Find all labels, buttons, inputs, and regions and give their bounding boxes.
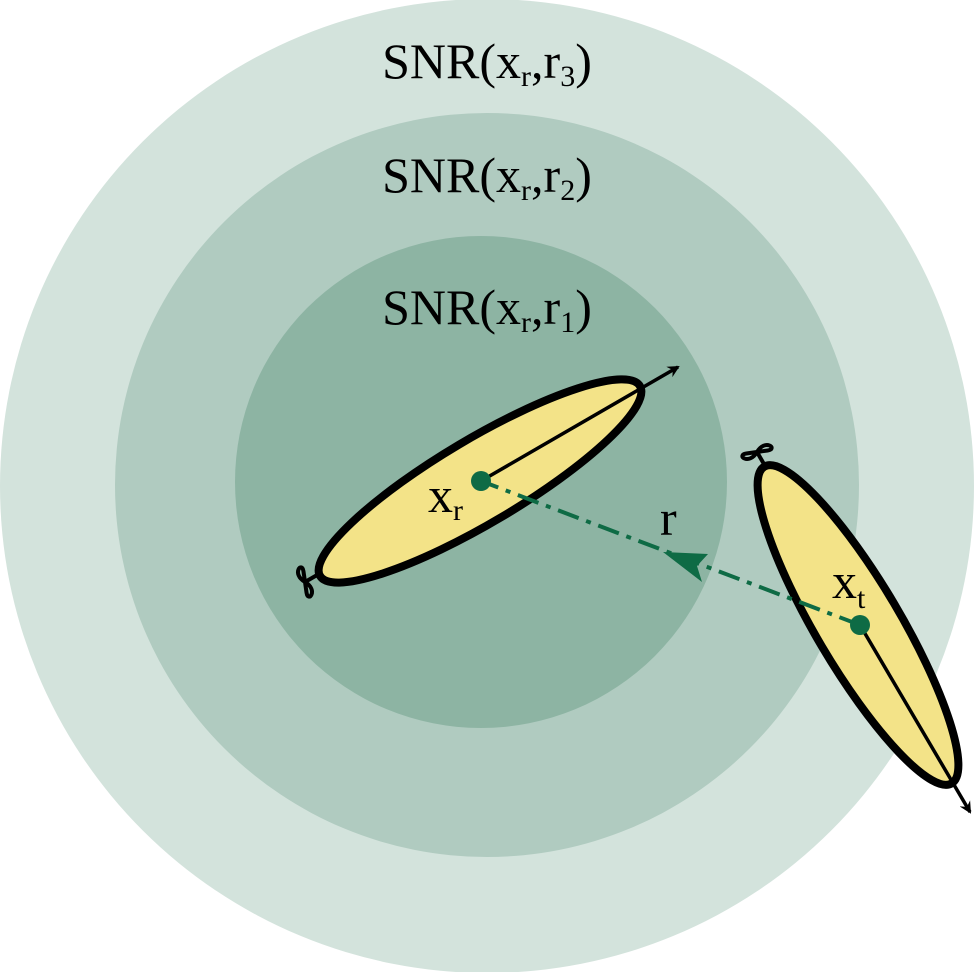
heading-arrow bbox=[858, 624, 972, 814]
receiver-label: xr bbox=[428, 467, 463, 527]
transmitter-point bbox=[850, 615, 870, 635]
snr-label-2: SNR(xr,r2) bbox=[382, 147, 592, 207]
range-label: r bbox=[660, 490, 677, 546]
receiver-point bbox=[471, 471, 491, 491]
snr-label-3: SNR(xr,r3) bbox=[382, 33, 592, 93]
transmitter-label: xt bbox=[832, 553, 866, 615]
snr-label-1: SNR(xr,r1) bbox=[382, 279, 592, 339]
heading-arrow bbox=[480, 365, 680, 483]
range-line bbox=[480, 479, 861, 627]
